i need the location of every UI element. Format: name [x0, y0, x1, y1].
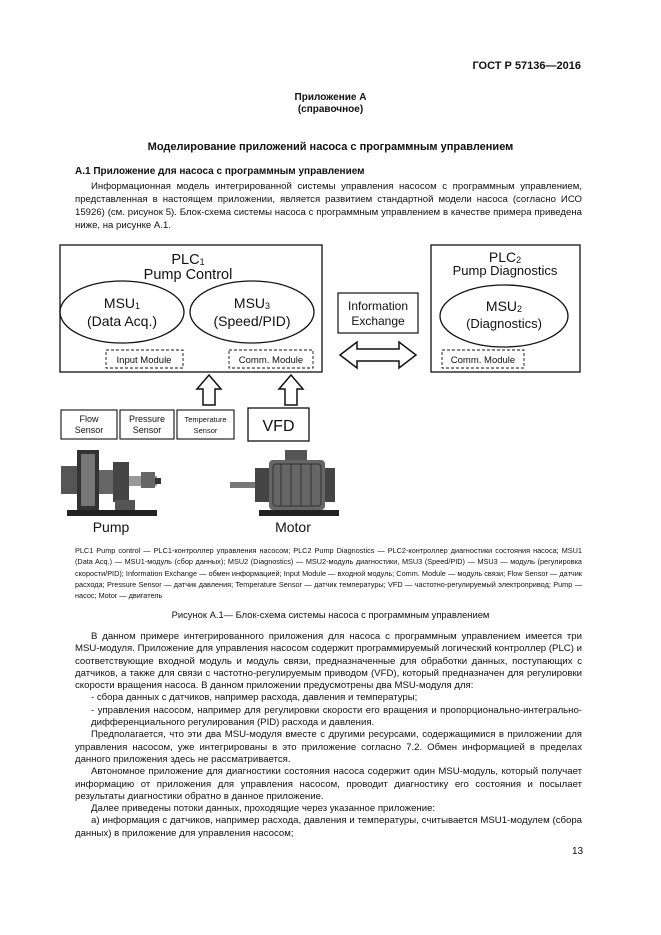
annex-title: Приложение А: [294, 92, 367, 103]
msu3-name: MSU3: [234, 295, 270, 311]
list-item: - сбора данных с датчиков, например расх…: [91, 692, 418, 704]
annex-note: (справочное): [297, 104, 364, 115]
input-module-label: Input Module: [117, 355, 172, 366]
msu3-ellipse: [189, 280, 315, 344]
body-paragraph: Предполагается, что эти два MSU-модуля в…: [75, 729, 582, 765]
plc1-role: Pump Control: [144, 267, 233, 283]
pressure-sensor-line2: Sensor: [133, 425, 162, 435]
vfd-box: [247, 407, 310, 442]
flow-sensor-box: [60, 409, 118, 440]
vfd-label: VFD: [263, 418, 295, 435]
plc2-box: [430, 244, 581, 373]
comm-module-2-box: [441, 349, 525, 369]
figure-legend: PLC1 Pump control — PLC1-контроллер упра…: [75, 546, 582, 601]
information-exchange-box: [337, 292, 419, 334]
comm-module-1-label: Comm. Module: [239, 355, 303, 366]
msu1-role: (Data Acq.): [87, 313, 157, 329]
flow-sensor-line2: Sensor: [75, 425, 104, 435]
msu3-role: (Speed/PID): [213, 313, 290, 329]
body-paragraph: Далее приведены потоки данных, проходящи…: [91, 803, 436, 815]
msu1-name: MSU1: [104, 295, 140, 311]
msu2-name: MSU2: [486, 298, 522, 314]
bidirectional-arrow-icon: [338, 340, 418, 370]
temperature-sensor-line2: Sensor: [194, 426, 218, 435]
section-heading: А.1 Приложение для насоса с программным …: [75, 166, 365, 177]
input-module-box: [105, 349, 184, 369]
list-item: - управления насосом, например для регул…: [91, 704, 582, 729]
document-title: Моделирование приложений насоса с програ…: [147, 141, 514, 153]
pressure-sensor-box: [119, 409, 175, 440]
msu1-ellipse: [59, 280, 185, 344]
plc1-label: PLC1: [171, 252, 204, 268]
body-text: В данном примере интегрированного прилож…: [75, 631, 582, 840]
body-paragraph: В данном примере интегрированного прилож…: [75, 631, 582, 692]
motor-label: Motor: [275, 519, 311, 535]
comm-module-2-label: Comm. Module: [451, 355, 515, 366]
comm-module-1-box: [228, 349, 314, 369]
vfd-to-comm-arrow-icon: [277, 373, 305, 406]
standard-number: ГОСТ Р 57136—2016: [472, 60, 581, 72]
pump-illustration: [61, 450, 161, 516]
pump-label: Pump: [93, 519, 130, 535]
page-number: 13: [572, 846, 584, 857]
intro-paragraph: Информационная модель интегрированной си…: [75, 181, 582, 231]
figure-caption: Рисунок А.1— Блок-схема системы насоса с…: [171, 609, 490, 620]
msu2-ellipse: [439, 284, 569, 348]
plc2-label: PLC2: [489, 249, 521, 265]
temperature-sensor-box: [176, 409, 235, 440]
msu2-role: (Diagnostics): [466, 316, 542, 331]
plc2-role: Pump Diagnostics: [453, 263, 558, 278]
pressure-sensor-line1: Pressure: [129, 414, 165, 424]
information-exchange-line2: Exchange: [351, 314, 405, 328]
body-paragraph: Автономное приложение для диагностики со…: [75, 766, 582, 802]
motor-illustration: [230, 450, 339, 516]
flow-sensor-line1: Flow: [79, 414, 99, 424]
temperature-sensor-line1: Temperature: [184, 415, 226, 424]
body-paragraph: а) информация с датчиков, например расхо…: [75, 815, 582, 839]
sensor-to-input-arrow-icon: [195, 373, 223, 406]
figure-a1-diagram: PLC1 Pump Control MSU1 (Data Acq.) MSU3 …: [59, 244, 581, 535]
information-exchange-line1: Information: [348, 299, 408, 313]
